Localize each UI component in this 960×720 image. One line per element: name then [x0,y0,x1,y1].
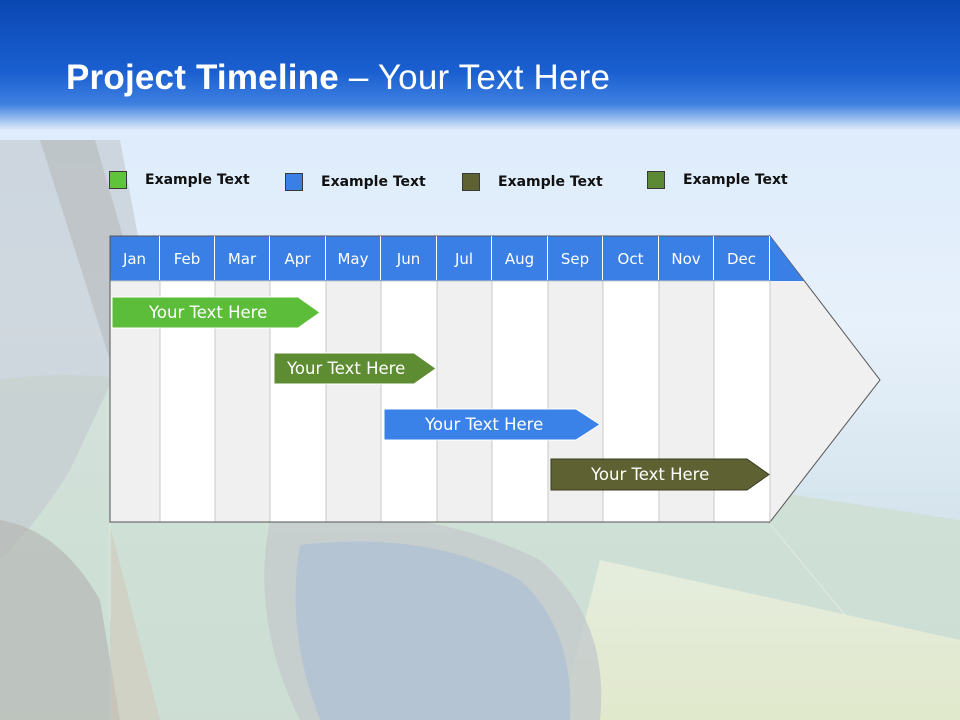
month-label-may: May [326,236,381,280]
month-column [491,280,549,523]
legend-label-3: Example Text [498,174,603,190]
month-label-aug: Aug [492,236,548,280]
title-bold: Project Timeline [66,58,339,97]
legend-item-1: Example Text [109,170,250,190]
month-header-cell [659,236,714,281]
header-band [0,0,960,130]
title-rest: – Your Text Here [338,58,611,97]
timeline-bars [111,296,770,491]
month-header-cell [492,236,548,281]
timeline-bar-label-2: Your Text Here [287,359,406,378]
month-header-cell [326,236,381,281]
month-column [380,280,438,523]
page-title: Project Timeline – Your Text Here [66,58,610,98]
month-label-sep: Sep [548,236,603,280]
month-label-jul: Jul [437,236,492,280]
legend-swatch-3 [462,173,480,191]
legend-label-4: Example Text [683,172,788,188]
month-header-cell [437,236,492,281]
month-label-jan: Jan [110,236,160,280]
month-header-cell [548,236,603,281]
month-label-feb: Feb [160,236,215,280]
timeline-bar-label-4: Your Text Here [591,465,710,484]
month-label-nov: Nov [659,236,714,280]
month-header-cell [215,236,270,281]
legend-label-1: Example Text [145,172,250,188]
legend-item-4: Example Text [647,170,788,190]
month-label-mar: Mar [215,236,270,280]
month-label-oct: Oct [603,236,659,280]
timeline-bar-4[interactable] [550,458,770,491]
timeline-border [109,235,770,523]
timeline-bar-3[interactable] [383,408,601,441]
month-label-dec: Dec [714,236,770,280]
timeline-bar-2[interactable] [273,352,437,385]
legend-swatch-4 [647,171,665,189]
month-header-cell [603,236,659,281]
month-column [436,280,493,523]
legend-swatch-1 [109,171,127,189]
month-header-cell [714,236,770,281]
month-label-jun: Jun [381,236,437,280]
month-column [325,280,382,523]
month-header-cell [110,236,160,281]
timeline-reflection [109,523,846,620]
month-label-apr: Apr [270,236,326,280]
month-header-cell [160,236,215,281]
month-header-cell [381,236,437,281]
legend-item-2: Example Text [285,172,426,192]
legend-label-2: Example Text [321,174,426,190]
timeline-bar-label-3: Your Text Here [425,415,544,434]
timeline-bar-1[interactable] [111,296,321,329]
timeline-bar-label-1: Your Text Here [149,303,268,322]
timeline-arrow-header [770,236,804,281]
legend-item-3: Example Text [462,172,603,192]
month-header-cell [270,236,326,281]
legend-swatch-2 [285,173,303,191]
